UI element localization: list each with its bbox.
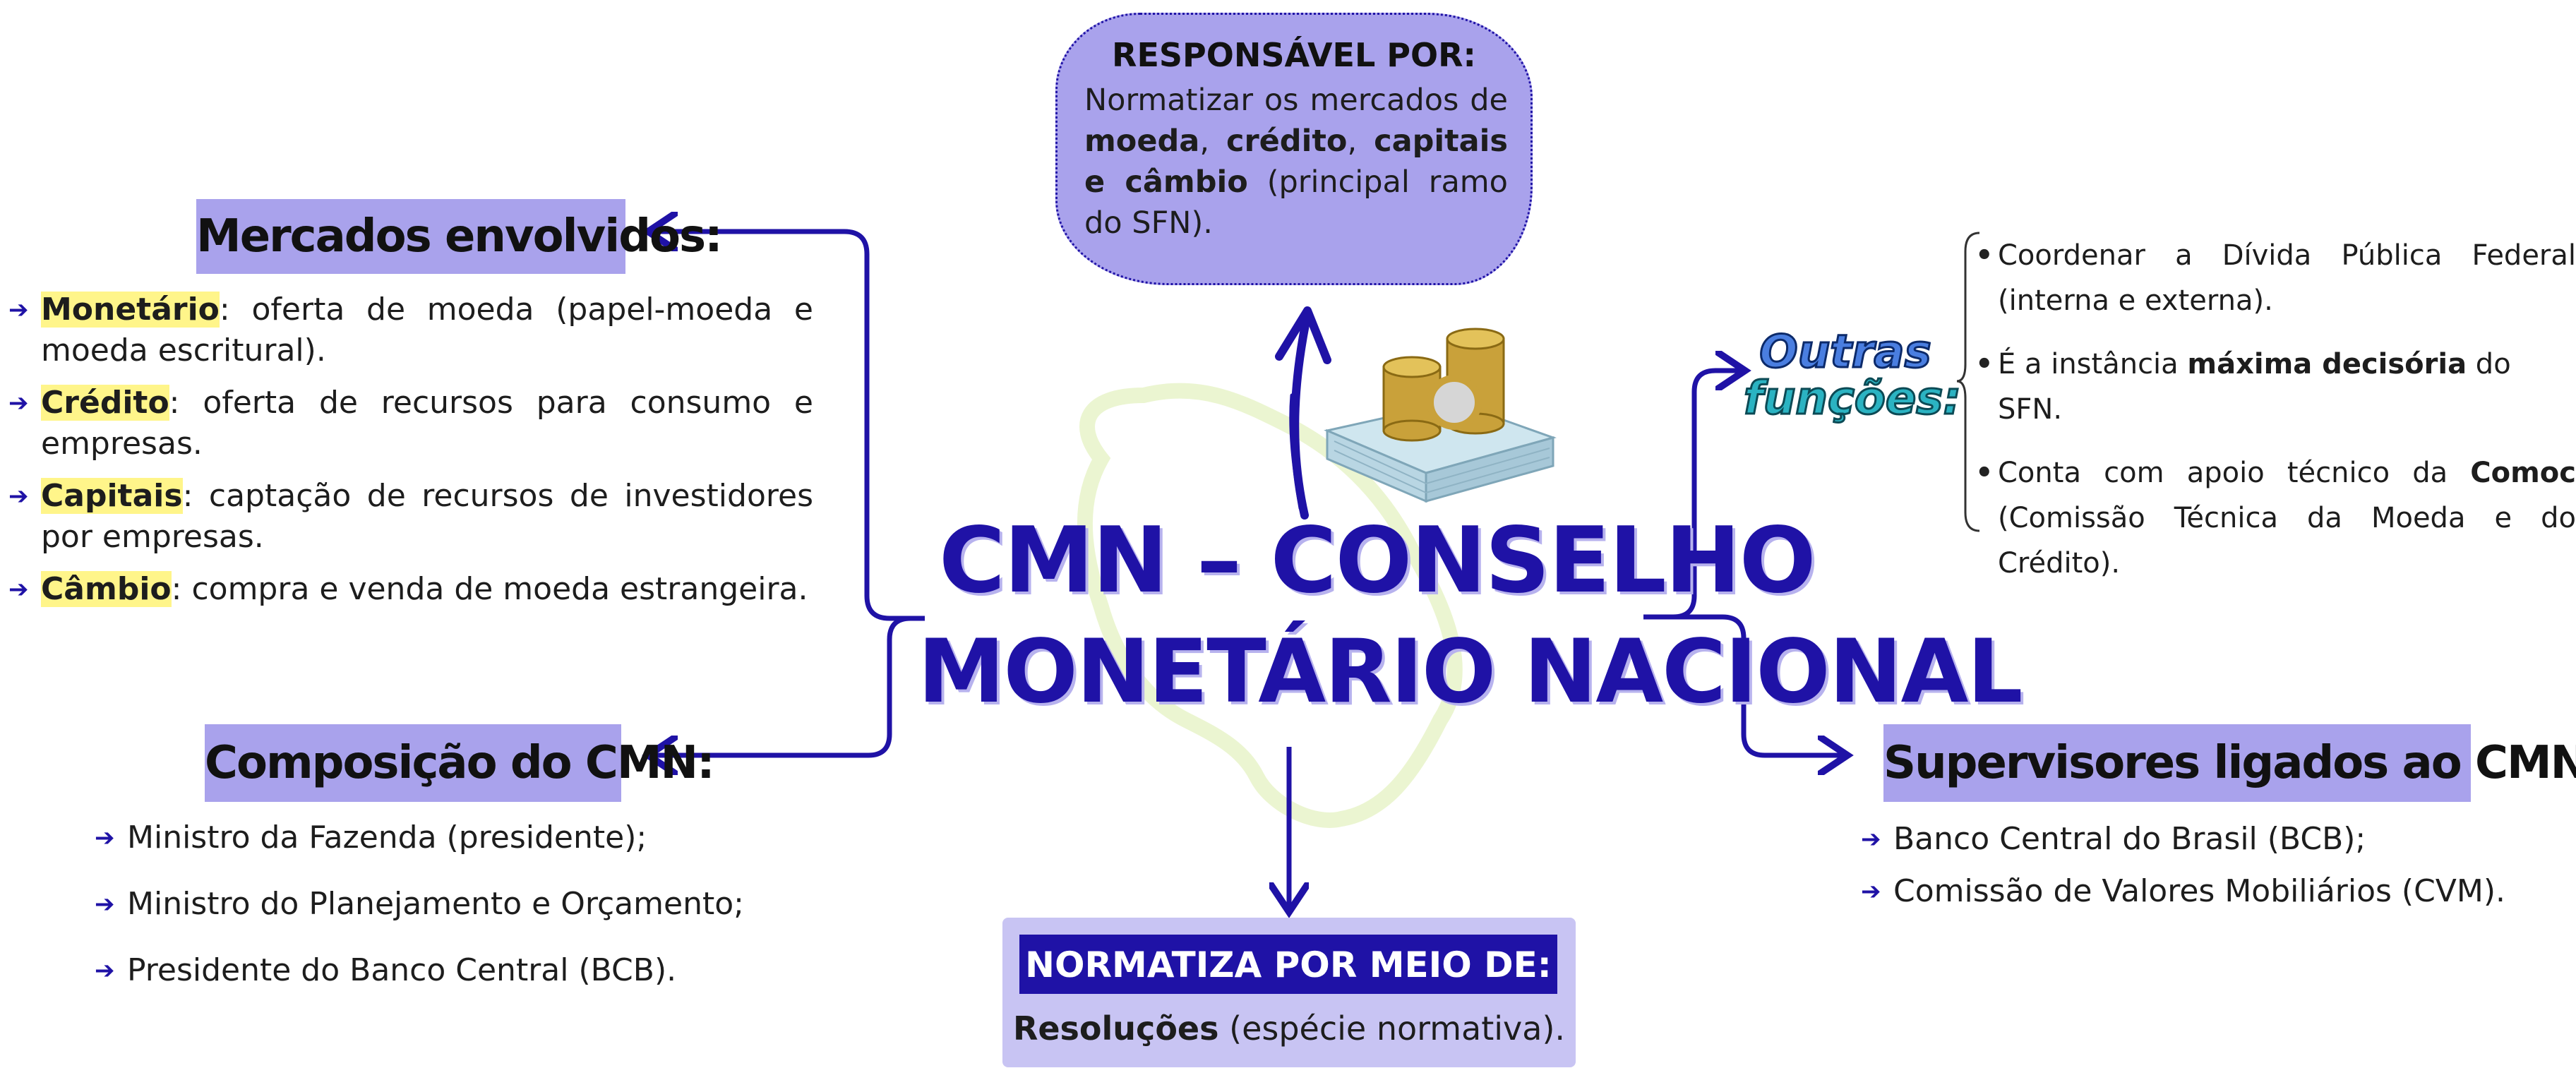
composicao-heading: Composição do CMN: [205, 737, 715, 789]
list-item: ➔Banco Central do Brasil (BCB); [1861, 819, 2567, 860]
arrow-right-icon: ➔ [95, 956, 115, 985]
brazil-map-icon [1077, 383, 1463, 828]
bullet-icon: • [1975, 348, 1994, 380]
normatiza-heading: NORMATIZA POR MEIO DE: [1025, 944, 1552, 985]
composicao-list: ➔Ministro da Fazenda (presidente); ➔Mini… [95, 817, 801, 991]
list-item: ➔Ministro do Planejamento e Orçamento; [95, 884, 801, 925]
main-title-line1: CMN – CONSELHO [939, 508, 1816, 613]
bullet-icon: • [1975, 239, 1994, 272]
main-title-line2: MONETÁRIO NACIONAL [918, 621, 2023, 723]
outras-label-line1: Outras [1759, 325, 1932, 380]
brace-icon [1956, 232, 1980, 532]
arrow-right-icon: ➔ [8, 296, 29, 324]
arrow-right-icon: ➔ [95, 890, 115, 918]
arrow-right-icon: ➔ [8, 575, 29, 604]
outras-label-line2: funções: [1743, 372, 1963, 426]
arrow-right-icon: ➔ [8, 482, 29, 510]
list-item: • Coordenar a Dívida Pública Federal (in… [1975, 233, 2576, 323]
arrow-right-icon: ➔ [8, 389, 29, 417]
supervisores-list: ➔Banco Central do Brasil (BCB); ➔Comissã… [1861, 819, 2567, 912]
list-item: ➔Presidente do Banco Central (BCB). [95, 950, 801, 991]
list-item: ➔ Crédito: oferta de recursos para consu… [8, 383, 813, 464]
responsavel-heading: RESPONSÁVEL POR: [1112, 36, 1476, 74]
list-item: ➔ Capitais: captação de recursos de inve… [8, 476, 813, 558]
mercados-heading: Mercados envolvidos: [196, 210, 723, 263]
mercados-heading-box: Mercados envolvidos: [196, 199, 723, 274]
outras-list: • Coordenar a Dívida Pública Federal (in… [1975, 233, 2576, 586]
normatiza-box: NORMATIZA POR MEIO DE: Resoluções (espéc… [1002, 918, 1576, 1067]
arrow-right-icon: ➔ [1861, 877, 1881, 906]
list-item: ➔ Câmbio: compra e venda de moeda estran… [8, 569, 813, 610]
supervisores-heading: Supervisores ligados ao CMN: [1883, 737, 2576, 789]
list-item: ➔ Monetário: oferta de moeda (papel-moed… [8, 289, 813, 371]
arrow-up-icon [1290, 310, 1312, 520]
list-item: • É a instância máxima decisória do SFN. [1975, 342, 2576, 432]
composicao-heading-box: Composição do CMN: [205, 724, 715, 802]
normatiza-text: Resoluções (espécie normativa). [1012, 1009, 1566, 1048]
arrow-right-icon: ➔ [1861, 825, 1881, 853]
supervisores-heading-box: Supervisores ligados ao CMN: [1883, 724, 2576, 802]
list-item: ➔Comissão de Valores Mobiliários (CVM). [1861, 871, 2567, 912]
responsavel-cloud: RESPONSÁVEL POR: Normatizar os mercados … [1055, 13, 1533, 285]
mercados-list: ➔ Monetário: oferta de moeda (papel-moed… [8, 289, 813, 610]
bullet-icon: • [1975, 457, 1994, 489]
arrow-right-icon: ➔ [95, 824, 115, 852]
list-item: • Conta com apoio técnico da Comoc (Comi… [1975, 450, 2576, 586]
coins-money-icon [1324, 328, 1557, 503]
responsavel-text: Normatizar os mercados de moeda, crédito… [1084, 83, 1509, 241]
normatiza-heading-bar: NORMATIZA POR MEIO DE: [1019, 935, 1557, 994]
list-item: ➔Ministro da Fazenda (presidente); [95, 817, 801, 858]
